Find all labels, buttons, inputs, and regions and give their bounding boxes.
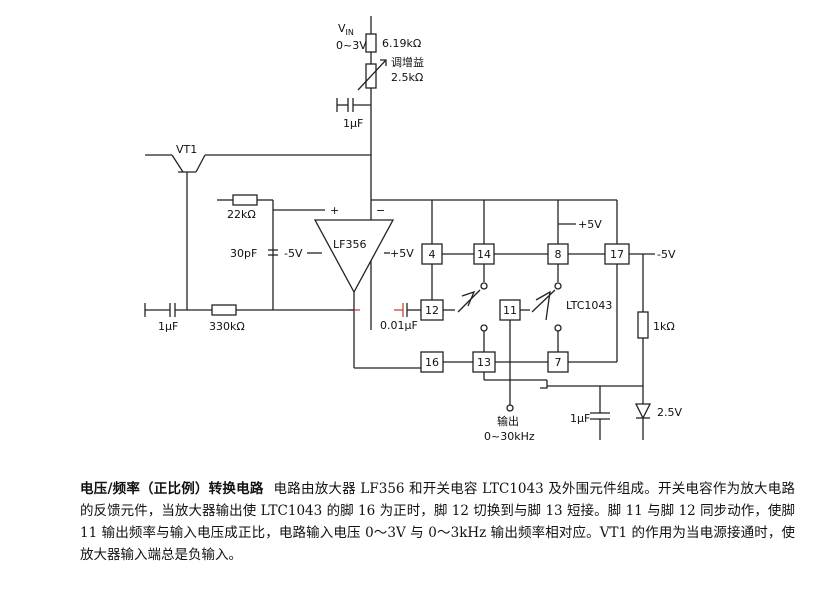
gain-adjust-label: 调增益 <box>391 55 424 69</box>
capacitor-30pf <box>268 249 278 256</box>
row3-wiring <box>354 264 618 412</box>
gain-pot-label: 2.5kΩ <box>391 71 423 84</box>
vin-range-label: 0~3V <box>336 39 367 52</box>
svg-text:8: 8 <box>555 248 562 261</box>
neg5-right-label: -5V <box>657 248 676 261</box>
vt1-label: VT1 <box>176 143 197 156</box>
row1-wiring <box>431 200 655 300</box>
pin-17: 17 <box>604 243 630 265</box>
top-capacitor-label: 1μF <box>343 117 363 130</box>
circuit-diagram: VIN 0~3V 6.19kΩ 调增益 2.5kΩ 1μF VT1 22kΩ <box>144 16 682 443</box>
feedback-resistor-22k <box>232 194 258 206</box>
vt1-transistor <box>145 154 371 310</box>
pin-4: 4 <box>421 243 443 265</box>
vin-label: VIN <box>338 22 354 37</box>
left-capacitor-label: 1μF <box>158 320 178 333</box>
pin-12: 12 <box>420 299 444 321</box>
svg-text:14: 14 <box>477 248 491 261</box>
switch-b <box>520 282 562 352</box>
svg-text:4: 4 <box>429 248 436 261</box>
svg-text:17: 17 <box>610 248 624 261</box>
resistor-330k-label: 330kΩ <box>209 320 245 333</box>
lf356-opamp <box>313 219 395 368</box>
pin-14: 14 <box>473 243 495 265</box>
zener-label: 2.5V <box>657 406 682 419</box>
input-resistor <box>365 33 377 53</box>
neg5-amp-label: -5V <box>284 247 303 260</box>
capacitor-30pf-label: 30pF <box>230 247 257 260</box>
top-bus <box>371 199 617 244</box>
gain-potentiometer <box>357 59 387 91</box>
caption-title: 电压/频率（正比例）转换电路 <box>80 481 264 497</box>
top-capacitor <box>336 98 371 112</box>
output-label: 输出 <box>497 414 519 428</box>
opamp-label: LF356 <box>333 238 366 251</box>
resistor-1k-label: 1kΩ <box>653 320 675 333</box>
capacitor-001uf-label: 0.01μF <box>380 319 418 332</box>
input-left-branch <box>144 303 354 317</box>
bottom-capacitor-label: 1μF <box>570 412 590 425</box>
opamp-minus: − <box>376 204 385 217</box>
opamp-plus: + <box>330 204 339 217</box>
pin-8: 8 <box>547 243 569 265</box>
output-range-label: 0~30kHz <box>484 430 535 443</box>
resistor-330k <box>211 304 237 316</box>
ltc1043-label: LTC1043 <box>566 299 612 312</box>
caption-body: 电路由放大器 LF356 和开关电容 LTC1043 及外围元件组成。开关电容作… <box>80 481 795 563</box>
pin-13: 13 <box>472 351 496 373</box>
pin-7: 7 <box>547 351 569 373</box>
caption: 电压/频率（正比例）转换电路电路由放大器 LF356 和开关电容 LTC1043… <box>80 478 795 566</box>
right-branch <box>547 254 652 440</box>
capacitor-001uf <box>394 303 421 317</box>
svg-text:11: 11 <box>503 304 517 317</box>
svg-text:7: 7 <box>555 356 562 369</box>
svg-text:13: 13 <box>477 356 491 369</box>
svg-text:16: 16 <box>425 356 439 369</box>
svg-text:12: 12 <box>425 304 439 317</box>
input-resistor-label: 6.19kΩ <box>382 37 421 50</box>
resistor-1k <box>637 311 649 339</box>
plus5-amp-label: +5V <box>390 247 414 260</box>
pin-11: 11 <box>499 299 521 321</box>
plus5-top-label: +5V <box>578 218 602 231</box>
pin-16: 16 <box>420 351 444 373</box>
switch-a <box>443 282 488 352</box>
feedback-resistor-label: 22kΩ <box>227 208 256 221</box>
